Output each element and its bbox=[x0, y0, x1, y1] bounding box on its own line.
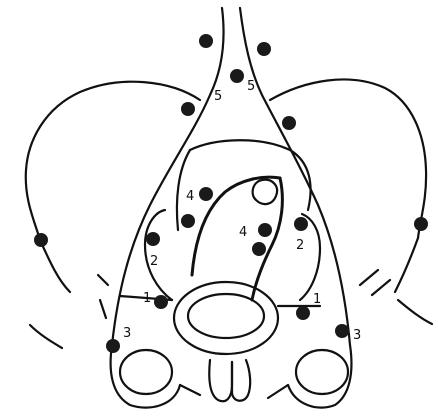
point-4-left-upper bbox=[199, 187, 213, 201]
point-5-right bbox=[230, 69, 244, 83]
point-iliac-crest-right bbox=[414, 217, 428, 231]
label-4-right: 4 bbox=[239, 225, 247, 240]
point-3-right bbox=[335, 324, 349, 338]
point-spine-upper-left bbox=[199, 34, 213, 48]
point-iliac-left bbox=[181, 102, 195, 116]
label-4-left: 4 bbox=[186, 189, 194, 204]
label-1-right: 1 bbox=[313, 292, 321, 307]
label-5-left: 5 bbox=[214, 89, 222, 104]
point-spine-upper-right bbox=[257, 42, 271, 56]
point-iliac-crest-left bbox=[34, 233, 48, 247]
label-2-left: 2 bbox=[150, 254, 158, 269]
point-1-right bbox=[296, 306, 310, 320]
point-2-left bbox=[146, 232, 160, 246]
label-5-right: 5 bbox=[247, 79, 255, 94]
label-1-left: 1 bbox=[143, 291, 151, 306]
label-2-right: 2 bbox=[296, 238, 304, 253]
label-3-left: 3 bbox=[123, 326, 131, 341]
point-2-right bbox=[294, 217, 308, 231]
point-1-left bbox=[154, 295, 168, 309]
point-4-right-upper bbox=[258, 223, 272, 237]
pelvis-outline bbox=[26, 8, 432, 408]
point-4-right-lower bbox=[252, 242, 266, 256]
point-3-left bbox=[106, 339, 120, 353]
point-4-left-lower bbox=[181, 214, 195, 228]
label-3-right: 3 bbox=[353, 328, 361, 343]
point-iliac-right bbox=[282, 116, 296, 130]
